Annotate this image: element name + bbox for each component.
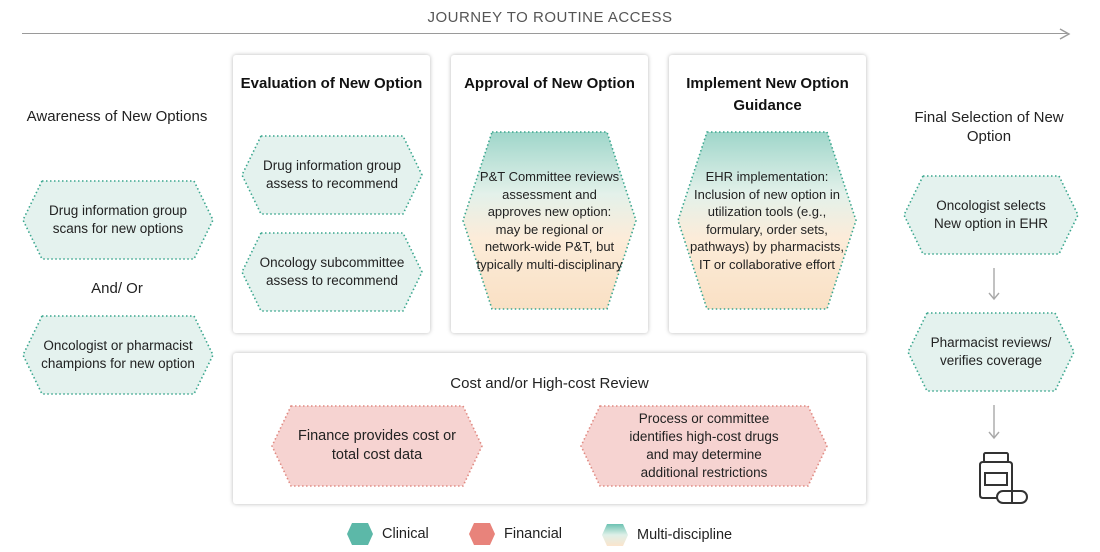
awareness-heading: Awareness of New Options	[26, 108, 208, 125]
cost-review-heading: Cost and/or High-cost Review	[450, 375, 649, 392]
medication-bottle-icon	[979, 452, 1028, 504]
legend-financial: Financial	[468, 522, 562, 546]
final-step-oncologist-text: Oncologist selects New option in EHR	[933, 198, 1049, 231]
awareness-step-scan: Drug information group scans for new opt…	[22, 180, 214, 260]
evaluation-step-drug-info: Drug information group assess to recomme…	[241, 135, 423, 215]
legend-clinical-label: Clinical	[382, 526, 429, 542]
journey-line	[22, 33, 1067, 34]
evaluation-heading: Evaluation of New Option	[240, 75, 423, 92]
awareness-step-champion: Oncologist or pharmacist champions for n…	[22, 315, 214, 395]
cost-step-finance-text: Finance provides cost or total cost data	[298, 428, 456, 463]
implement-step-ehr: EHR implementation: Inclusion of new opt…	[677, 131, 857, 310]
implement-heading: Implement New Option Guidance	[686, 75, 849, 114]
final-step-pharmacist-text: Pharmacist reviews/ verifies coverage	[930, 335, 1052, 368]
legend-multi-discipline-label: Multi-discipline	[637, 527, 733, 543]
evaluation-step-oncology-text: Oncology subcommittee assess to recommen…	[259, 255, 405, 288]
approval-step-pt-committee-text: P&T Committee reviews assessment and app…	[476, 169, 623, 272]
cost-step-high-cost: Process or committee identifies high-cos…	[580, 405, 828, 487]
arrow-down-icon-2	[988, 405, 1000, 440]
cost-step-finance: Finance provides cost or total cost data	[271, 405, 483, 487]
implement-step-ehr-text: EHR implementation: Inclusion of new opt…	[690, 169, 844, 272]
legend-financial-label: Financial	[504, 526, 563, 542]
legend-clinical: Clinical	[346, 522, 429, 546]
clinical-hexagon-icon	[347, 523, 373, 545]
awareness-step-scan-text: Drug information group scans for new opt…	[48, 203, 188, 236]
final-step-pharmacist: Pharmacist reviews/ verifies coverage	[907, 312, 1075, 392]
arrow-down-icon-1	[988, 268, 1000, 301]
journey-arrow-icon	[1059, 28, 1071, 40]
final-step-oncologist: Oncologist selects New option in EHR	[903, 175, 1079, 255]
approval-step-pt-committee: P&T Committee reviews assessment and app…	[462, 131, 637, 310]
cost-step-high-cost-text: Process or committee identifies high-cos…	[629, 411, 779, 480]
financial-hexagon-icon	[469, 523, 495, 545]
journey-title: JOURNEY TO ROUTINE ACCESS	[427, 9, 673, 26]
final-heading: Final Selection of New Option	[914, 109, 1064, 145]
and-or-label: And/ Or	[91, 280, 143, 297]
multi-discipline-hexagon-icon	[602, 524, 628, 546]
evaluation-step-drug-info-text: Drug information group assess to recomme…	[262, 158, 402, 191]
awareness-step-champion-text: Oncologist or pharmacist champions for n…	[41, 338, 195, 371]
legend-multi-discipline: Multi-discipline	[601, 523, 732, 547]
evaluation-step-oncology: Oncology subcommittee assess to recommen…	[241, 232, 423, 312]
approval-heading: Approval of New Option	[464, 75, 635, 92]
